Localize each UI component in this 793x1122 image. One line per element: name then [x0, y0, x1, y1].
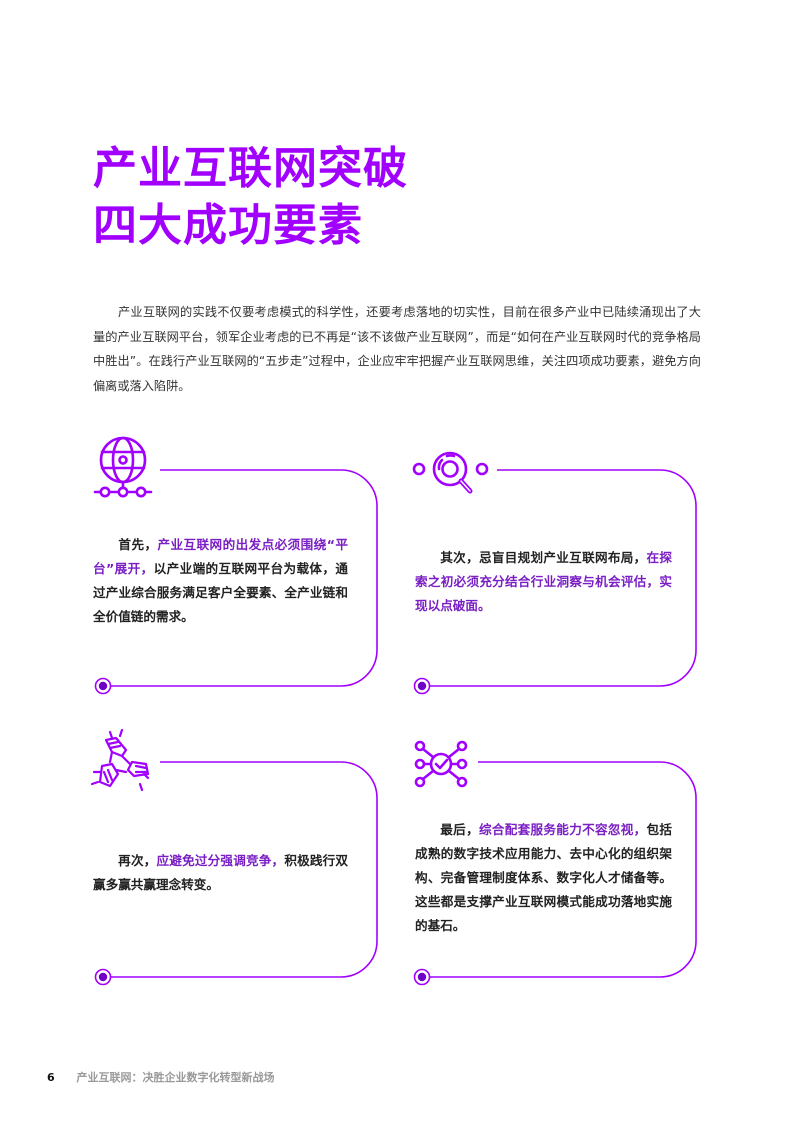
globe-network-icon	[92, 436, 154, 502]
card-lead: 再次，	[118, 853, 157, 868]
page-title: 产业互联网突破 四大成功要素	[93, 140, 408, 254]
card-lead: 最后，	[440, 822, 479, 837]
card-lead: 其次，忌盲目规划产业互联网布局，	[440, 550, 647, 565]
page-footer: 6 产业互联网：决胜企业数字化转型新战场	[47, 1069, 275, 1085]
card-body: 积极践行双赢多赢共赢理念转变。	[93, 853, 349, 892]
card-text: 最后，综合配套服务能力不容忽视，包括成熟的数字技术应用能力、去中心化的组织架构、…	[415, 818, 672, 938]
card-body: 以产业端的互联网平台为载体，通过产业综合服务满足客户全要素、全产业链和全价值链的…	[93, 561, 348, 624]
card-lead: 首先，	[118, 537, 158, 552]
card-highlight: 应避免过分强调竞争，	[156, 853, 285, 868]
intro-paragraph: 产业互联网的实践不仅要考虑模式的科学性，还要考虑落地的切实性，目前在很多产业中已…	[93, 305, 701, 393]
joined-hands-icon	[88, 726, 158, 800]
network-check-icon	[414, 740, 470, 792]
page-number: 6	[47, 1071, 55, 1084]
footer-doc-title: 产业互联网：决胜企业数字化转型新战场	[76, 1071, 275, 1084]
card-highlight: 综合配套服务能力不容忽视，	[478, 822, 647, 837]
card-text: 再次，应避免过分强调竞争，积极践行双赢多赢共赢理念转变。	[93, 849, 348, 897]
card-highlight: 在探索之初必须充分结合行业洞察与机会评估，实现以点破面。	[415, 550, 673, 613]
magnifier-search-icon	[412, 447, 492, 507]
page-title-line-2: 四大成功要素	[93, 200, 363, 251]
card-highlight: 产业互联网的出发点必须围绕“平台”展开，	[93, 537, 349, 576]
page-title-line-1: 产业互联网突破	[93, 143, 408, 194]
card-text: 首先，产业互联网的出发点必须围绕“平台”展开，以产业端的互联网平台为载体，通过产…	[93, 533, 348, 629]
card-body: 包括成熟的数字技术应用能力、去中心化的组织架构、完备管理制度体系、数字化人才储备…	[415, 822, 673, 933]
card-text: 其次，忌盲目规划产业互联网布局，在探索之初必须充分结合行业洞察与机会评估，实现以…	[415, 546, 672, 618]
